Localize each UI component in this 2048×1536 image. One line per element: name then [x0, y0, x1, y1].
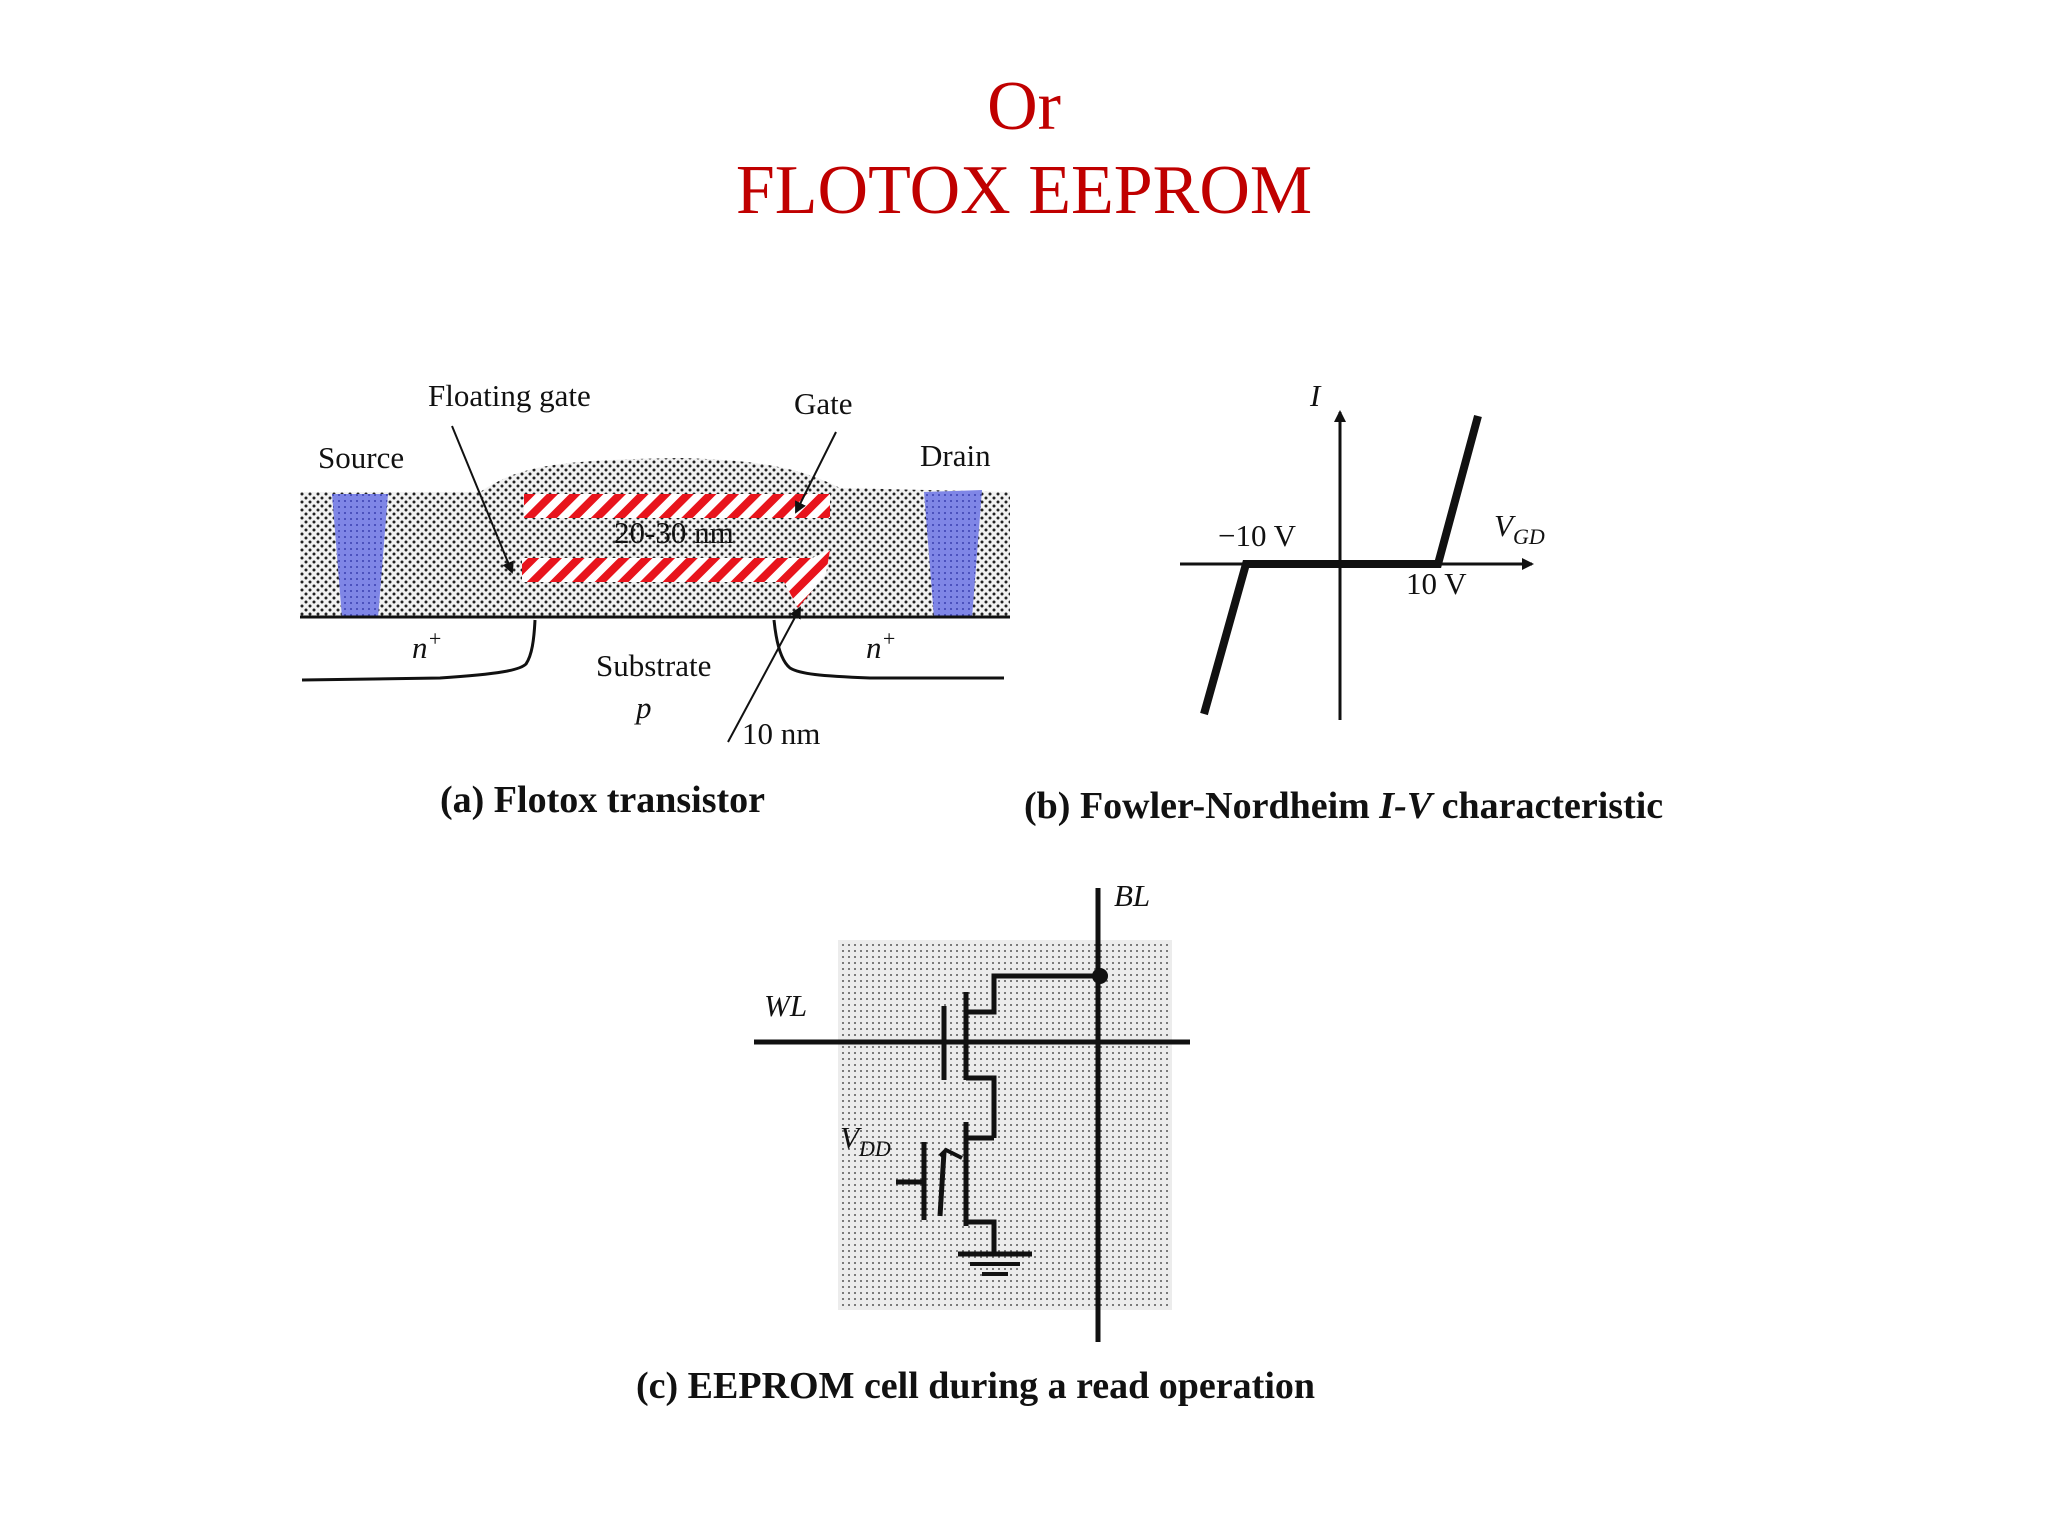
- substrate-label: Substrate: [596, 648, 711, 683]
- source-junction: [301, 619, 537, 682]
- source-label: Source: [318, 440, 404, 475]
- substrate-type-label: p: [634, 690, 652, 725]
- transistor-caption: (a) Flotox transistor: [440, 779, 765, 821]
- oxide-thickness-label: 20-30 nm: [614, 515, 734, 550]
- drain-n-plus-label: n+: [866, 626, 896, 665]
- bitline-label: BL: [1114, 878, 1150, 913]
- wordline-label: WL: [764, 988, 807, 1023]
- gate-leader: [795, 431, 837, 514]
- iv-y-axis-label: I: [1309, 378, 1322, 413]
- control-gate: [524, 494, 830, 518]
- cell-caption: (c) EEPROM cell during a read operation: [636, 1365, 1315, 1407]
- gate-label: Gate: [794, 386, 853, 421]
- iv-characteristic: I VGD −10 V 10 V (b) Fowler-Nordheim I-V…: [1024, 378, 1663, 827]
- slide-title-line2: FLOTOX EEPROM: [735, 152, 1313, 229]
- tunnel-oxide-label: 10 nm: [742, 716, 820, 751]
- source-n-plus-label: n+: [412, 626, 442, 665]
- flotox-transistor: Floating gate Gate Source Drain 20-30 nm…: [300, 378, 1010, 821]
- source-contact: [332, 494, 388, 618]
- select-transistor-wiring: [963, 973, 1098, 1138]
- tunnel-oxide-leader: [727, 606, 801, 743]
- iv-x-axis-label: VGD: [1494, 508, 1545, 549]
- storage-floating-gate-bend: [938, 1147, 963, 1160]
- iv-caption: (b) Fowler-Nordheim I-V characteristic: [1024, 785, 1663, 827]
- drain-junction: [772, 619, 1004, 680]
- slide-title-line1: Or: [987, 68, 1061, 145]
- drain-contact: [924, 490, 982, 618]
- vdd-label: VDD: [840, 1120, 891, 1161]
- bitline-node: [1092, 968, 1108, 984]
- iv-curve: [1200, 414, 1482, 716]
- iv-neg-threshold-label: −10 V: [1218, 518, 1297, 553]
- iv-pos-threshold-label: 10 V: [1406, 566, 1467, 601]
- cell-background: [838, 940, 1172, 1310]
- floating-gate-leader: [451, 425, 514, 574]
- storage-transistor-wiring: [963, 1122, 997, 1254]
- oxide-body: [300, 458, 1010, 616]
- eeprom-cell: BL WL VDD (c) EEPROM cell during a read …: [636, 878, 1315, 1407]
- floating-gate: [522, 550, 830, 608]
- storage-floating-gate: [937, 1151, 947, 1217]
- floating-gate-label: Floating gate: [428, 378, 591, 413]
- drain-label: Drain: [920, 438, 991, 473]
